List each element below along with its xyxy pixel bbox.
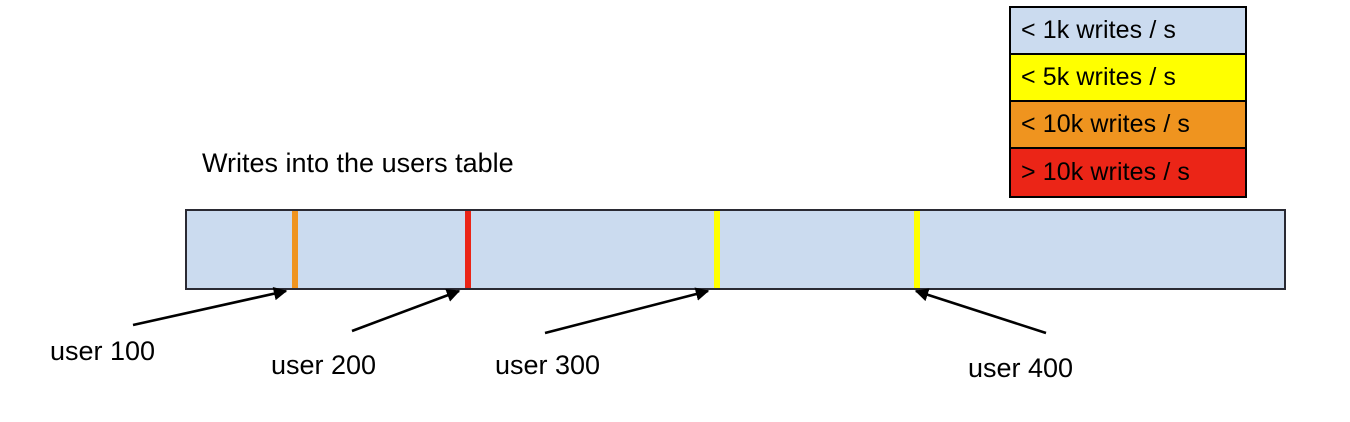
legend-item-label: < 10k writes / s (1021, 110, 1191, 138)
annotation-label-user-200: user 200 (271, 350, 377, 380)
chart-caption: Writes into the users table (202, 148, 514, 178)
annotation-label-user-100: user 100 (50, 336, 156, 366)
arrow-user-200 (351, 288, 461, 333)
legend-item-under-5k: < 5k writes / s (1011, 55, 1245, 102)
arrow-user-400 (914, 288, 1047, 335)
annotation-label-user-300: user 300 (495, 350, 601, 380)
marker-user-200 (464, 211, 471, 288)
legend-item-over-10k: > 10k writes / s (1011, 149, 1245, 196)
arrow-user-300 (544, 287, 710, 335)
write-rate-legend: < 1k writes / s < 5k writes / s < 10k wr… (1009, 6, 1247, 198)
arrow-user-100 (132, 287, 288, 327)
legend-item-under-10k: < 10k writes / s (1011, 102, 1245, 149)
marker-user-400 (914, 211, 921, 288)
legend-item-label: > 10k writes / s (1021, 158, 1191, 186)
legend-item-under-1k: < 1k writes / s (1011, 8, 1245, 55)
legend-item-label: < 1k writes / s (1021, 16, 1177, 44)
marker-user-100 (292, 211, 299, 288)
marker-user-300 (713, 211, 720, 288)
users-table-bar (185, 209, 1286, 290)
legend-item-label: < 5k writes / s (1021, 63, 1177, 91)
annotation-label-user-400: user 400 (968, 353, 1074, 383)
